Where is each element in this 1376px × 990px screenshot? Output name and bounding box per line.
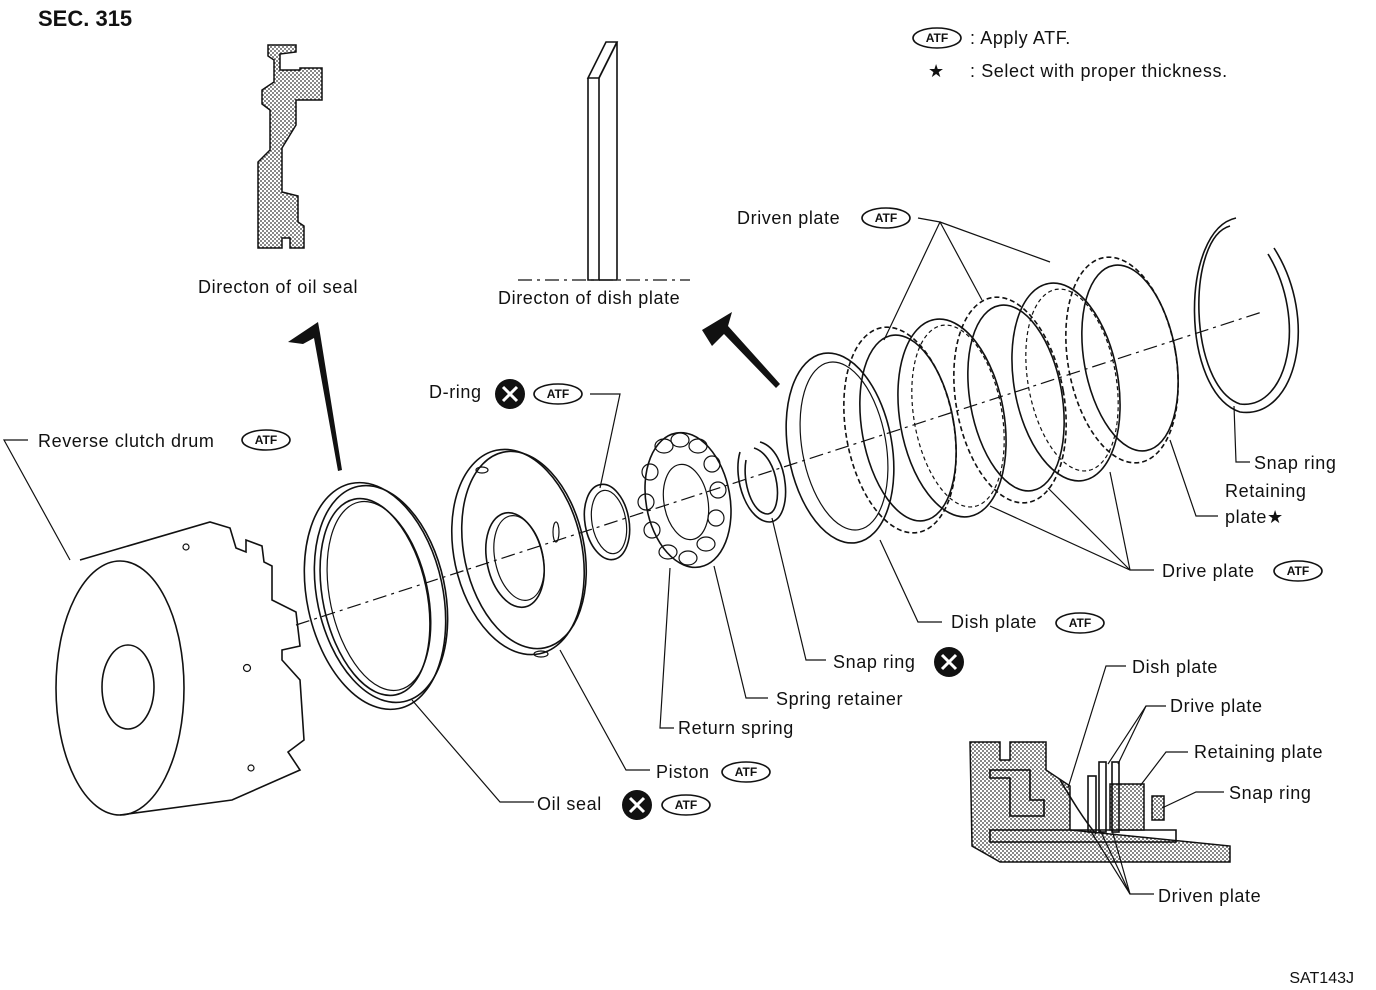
piston — [450, 448, 588, 658]
label-return-spring: Return spring — [678, 718, 794, 738]
dish-plate — [785, 352, 895, 544]
svg-text:ATF: ATF — [547, 387, 569, 401]
label-driven-plate: Driven plate — [737, 208, 840, 228]
oil-seal — [303, 481, 449, 711]
label-retaining-plate-line2: plate★ — [1225, 507, 1284, 527]
atf-badge-icon: ATF — [1273, 560, 1323, 582]
label-spring-retainer: Spring retainer — [776, 689, 903, 709]
svg-text:ATF: ATF — [1287, 564, 1309, 578]
svg-text:ATF: ATF — [735, 765, 757, 779]
replace-x-icon — [622, 790, 652, 820]
atf-badge-icon: ATF — [1055, 612, 1105, 634]
label-piston: Piston — [656, 762, 710, 782]
atf-badge-icon: ATF — [241, 429, 291, 451]
svg-text:ATF: ATF — [255, 433, 277, 447]
label-retaining-plate-line1: Retaining — [1225, 481, 1306, 501]
detail-label-driven-plate: Driven plate — [1158, 886, 1261, 906]
detail-label-drive-plate: Drive plate — [1170, 696, 1263, 716]
figure-code: SAT143J — [1289, 970, 1354, 987]
arrow-to-dish-plate-icon — [702, 312, 780, 388]
detail-label-dish-plate: Dish plate — [1132, 657, 1218, 677]
atf-badge-icon: ATF — [721, 761, 771, 783]
svg-text:ATF: ATF — [1069, 616, 1091, 630]
snap-ring-large — [1193, 217, 1300, 414]
legend-badge-text: ATF — [926, 31, 948, 45]
snap-ring-small — [737, 441, 787, 523]
arrow-to-oil-seal-icon — [288, 322, 342, 471]
leader-lines — [2, 217, 1250, 803]
label-d-ring: D-ring — [429, 382, 482, 402]
detail-cross-section — [969, 741, 1231, 863]
reverse-clutch-drum — [55, 521, 305, 816]
label-snap-ring: Snap ring — [1254, 453, 1336, 473]
oil-seal-direction-label: Directon of oil seal — [198, 277, 358, 297]
svg-text:ATF: ATF — [675, 798, 697, 812]
legend-apply-text: : Apply ATF. — [970, 28, 1071, 48]
label-drive-plate: Drive plate — [1162, 561, 1255, 581]
replace-x-icon — [934, 647, 964, 677]
atf-badge-icon: ATF — [861, 207, 911, 229]
center-axis-line — [295, 311, 1263, 626]
legend-select-text: : Select with proper thickness. — [970, 61, 1228, 81]
label-reverse-clutch-drum: Reverse clutch drum — [38, 431, 214, 451]
legend: ATF : Apply ATF. ★ : Select with proper … — [912, 27, 1228, 81]
atf-badge-icon: ATF — [533, 383, 583, 405]
d-ring — [583, 483, 631, 561]
oil-seal-section-shape — [257, 44, 323, 249]
svg-text:ATF: ATF — [875, 211, 897, 225]
atf-badge-icon: ATF — [661, 794, 711, 816]
atf-badge-icon — [912, 27, 962, 49]
detail-label-snap-ring: Snap ring — [1229, 783, 1311, 803]
oil-seal-direction-inset: Directon of oil seal — [198, 44, 358, 297]
replace-x-icon — [495, 379, 525, 409]
clutch-plate-pack — [843, 256, 1179, 534]
dish-plate-direction-inset: Directon of dish plate — [498, 41, 690, 308]
detail-leader-lines — [1067, 665, 1224, 895]
detail-label-retaining-plate: Retaining plate — [1194, 742, 1323, 762]
return-spring — [637, 431, 732, 569]
dish-plate-direction-label: Directon of dish plate — [498, 288, 680, 308]
label-oil-seal: Oil seal — [537, 794, 602, 814]
legend-star-icon: ★ — [928, 61, 945, 81]
label-snap-ring-small: Snap ring — [833, 652, 915, 672]
label-dish-plate: Dish plate — [951, 612, 1037, 632]
section-title: SEC. 315 — [38, 6, 132, 31]
